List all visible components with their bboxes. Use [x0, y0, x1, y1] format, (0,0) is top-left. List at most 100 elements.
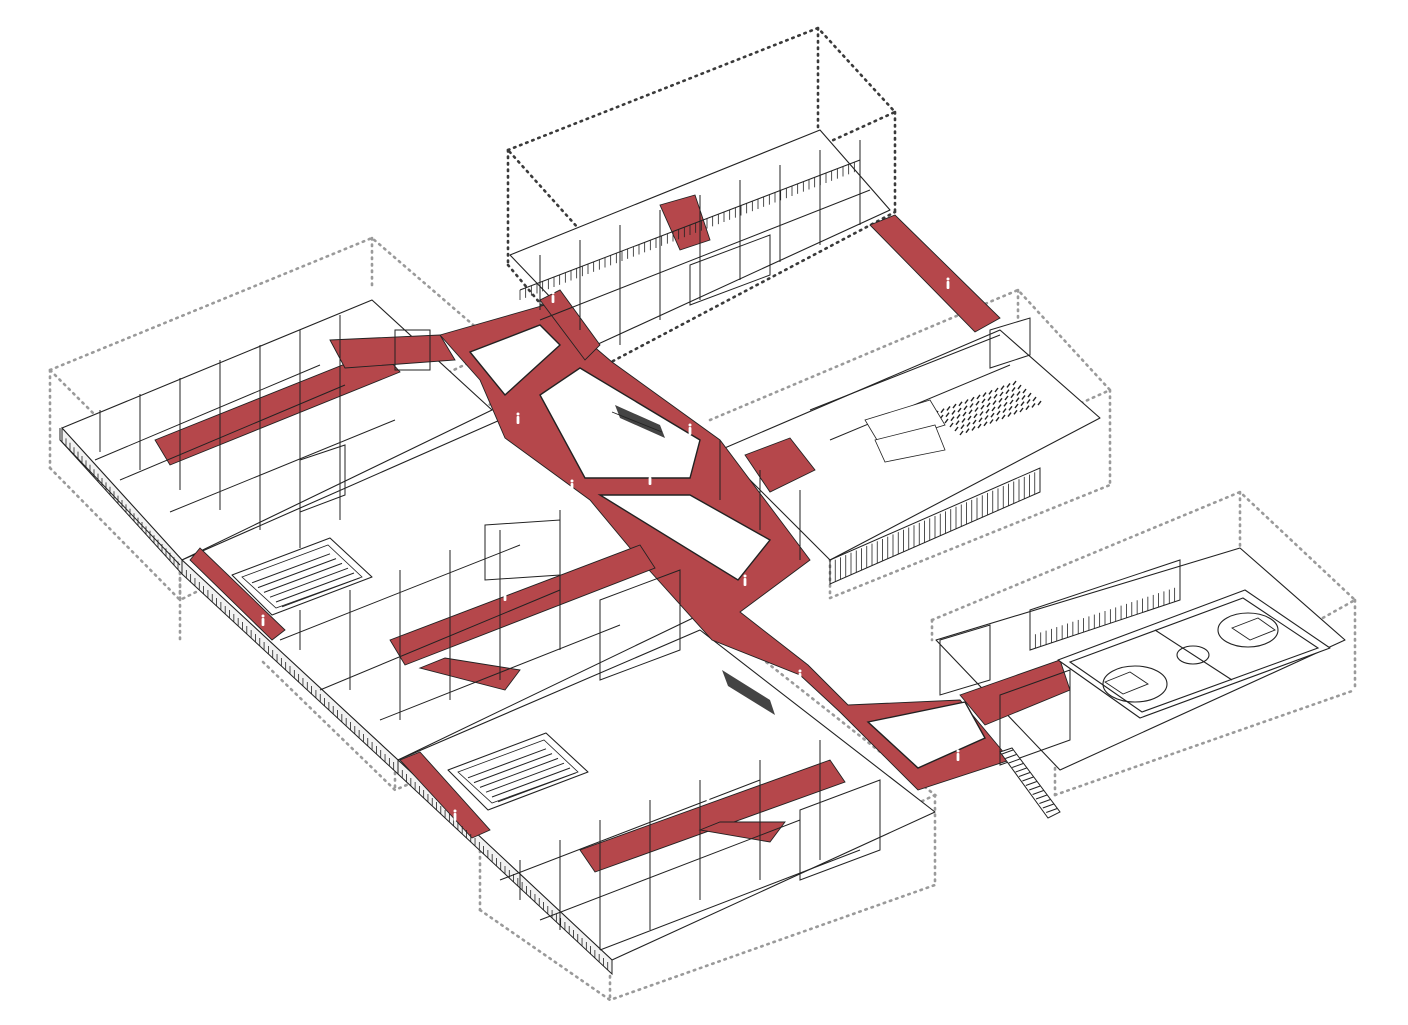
- pool-lane-line: [269, 567, 349, 598]
- south-wing-corridor-2: [399, 751, 491, 839]
- pool-lane-line: [497, 772, 577, 803]
- atrium-voids: [468, 324, 986, 769]
- auditorium-seat: [1000, 385, 1005, 391]
- person-figure: [506, 354, 510, 366]
- auditorium-seat: [983, 421, 988, 427]
- auditorium-seat: [982, 392, 987, 398]
- person-figure: [688, 423, 692, 435]
- auditorium-seat: [987, 396, 992, 402]
- auditorium-seat: [1010, 393, 1015, 399]
- auditorium-seat: [951, 409, 956, 415]
- stair-tread: [1001, 749, 1014, 755]
- stair-tread: [1042, 803, 1054, 809]
- auditorium-seat: [956, 413, 961, 419]
- bridge-administration-to-auditorium: [869, 214, 1001, 333]
- auditorium-seat: [1014, 403, 1019, 409]
- auditorium-seat: [1021, 394, 1026, 400]
- auditorium-seat: [1008, 405, 1013, 411]
- auditorium-seat: [957, 407, 962, 413]
- auditorium-stairs: [864, 399, 946, 463]
- pool-lane-line: [257, 558, 337, 589]
- auditorium-seat: [945, 412, 950, 418]
- auditorium-seat: [968, 409, 973, 415]
- stair-tread: [1005, 754, 1017, 759]
- pool-lane-line: [479, 757, 559, 788]
- stair-tread: [1032, 790, 1044, 795]
- auditorium-seat: [1027, 392, 1032, 398]
- stair-tread: [1012, 763, 1024, 768]
- pool-lane-line: [473, 753, 553, 784]
- auditorium-seat: [958, 401, 963, 407]
- auditorium-seat: [1025, 405, 1030, 411]
- auditorium-seat: [999, 391, 1004, 397]
- south-wing-corridor-3: [698, 821, 786, 843]
- auditorium-seat: [993, 393, 998, 399]
- auditorium-seat: [962, 411, 967, 417]
- auditorium-seat: [985, 408, 990, 414]
- auditorium-seat: [971, 425, 976, 431]
- basketball-court: [1057, 589, 1331, 719]
- auditorium-seat: [973, 413, 978, 419]
- auditorium-seat: [966, 421, 971, 427]
- escalator-1: [611, 405, 665, 438]
- auditorium-seat: [1026, 398, 1031, 404]
- auditorium-seat: [998, 397, 1003, 403]
- pool-lane-line: [485, 762, 565, 793]
- auditorium-seat: [967, 415, 972, 421]
- person-figure: [570, 479, 574, 491]
- auditorium-seat: [969, 403, 974, 408]
- pool-lane-line: [251, 553, 331, 584]
- stair-tread: [1022, 776, 1034, 782]
- auditorium-seat: [1003, 401, 1008, 407]
- auditorium-seat: [955, 420, 960, 426]
- pool-lane-line: [467, 748, 547, 779]
- auditorium-seat: [975, 400, 980, 406]
- person-figure: [798, 669, 802, 681]
- auditorium-seating: [934, 380, 1042, 436]
- auditorium-seat: [960, 424, 965, 430]
- auditorium-seat: [952, 403, 957, 409]
- person-figure: [706, 791, 710, 803]
- auditorium-seat: [1020, 401, 1025, 407]
- west-wing-corridor-1: [154, 349, 401, 466]
- auditorium-seat: [1011, 386, 1016, 392]
- auditorium-seat: [964, 399, 969, 404]
- pool-lane-line: [281, 577, 361, 608]
- person-figure: [516, 412, 520, 424]
- auditorium-seat: [986, 402, 991, 408]
- auditorium-seat: [1006, 382, 1011, 388]
- stair-tread: [1035, 794, 1048, 800]
- auditorium-seat: [949, 422, 954, 428]
- pool-lane-line: [491, 767, 571, 798]
- auditorium-seat: [1005, 389, 1010, 395]
- atrium-void-2: [539, 367, 701, 479]
- auditorium-seat: [995, 416, 1000, 422]
- auditorium-seat: [950, 416, 955, 422]
- auditorium-seat: [978, 417, 983, 423]
- person-figure: [648, 473, 652, 485]
- auditorium-seat: [988, 389, 993, 395]
- exterior-stair: [999, 747, 1061, 819]
- auditorium-seat: [990, 412, 995, 418]
- auditorium-seat: [980, 404, 985, 410]
- pool-lane-line: [263, 562, 343, 593]
- stair-tread: [1029, 785, 1041, 791]
- person-figure: [946, 277, 950, 289]
- person-figure: [956, 749, 960, 761]
- middle-wing-corridor-2: [418, 657, 521, 691]
- auditorium-seat: [992, 400, 997, 406]
- auditorium-seat: [972, 419, 977, 425]
- person-figure: [583, 534, 587, 546]
- auditorium-seat: [996, 410, 1001, 416]
- auditorium-seat: [944, 418, 949, 424]
- human-figures: [261, 277, 960, 821]
- auditorium-seat: [1015, 397, 1020, 403]
- swimming-pool-1: [231, 537, 373, 616]
- auditorium-seat: [977, 423, 982, 429]
- person-figure: [743, 574, 747, 586]
- auditorium-seat: [991, 406, 996, 412]
- west-wing-rooms: [59, 315, 431, 566]
- auditorium-seat: [981, 398, 986, 404]
- auditorium-seat: [965, 428, 970, 434]
- auditorium-seat: [1001, 414, 1006, 420]
